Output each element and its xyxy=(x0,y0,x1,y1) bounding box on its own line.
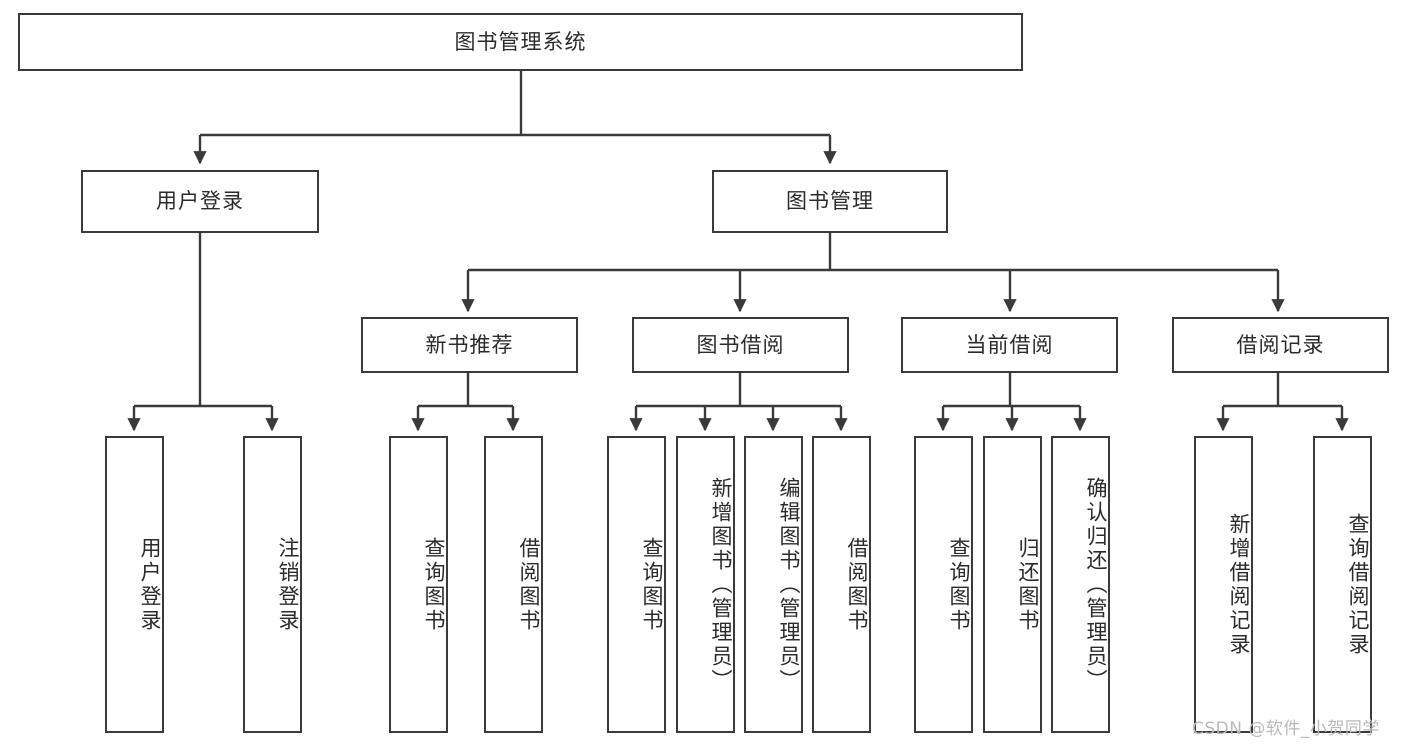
leaf-return-book[interactable]: 归还图书 xyxy=(983,436,1042,733)
node-label: 新增图书（管理员） xyxy=(709,476,733,693)
node-current-borrow[interactable]: 当前借阅 xyxy=(901,317,1118,373)
node-label: 当前借阅 xyxy=(965,332,1054,357)
node-label: 用户登录 xyxy=(138,536,162,633)
node-label: 归还图书 xyxy=(1016,536,1040,633)
node-user-login[interactable]: 用户登录 xyxy=(81,170,319,233)
node-label: 编辑图书（管理员） xyxy=(777,476,801,693)
node-new-book-recommend[interactable]: 新书推荐 xyxy=(361,317,578,373)
node-book-management[interactable]: 图书管理 xyxy=(712,170,948,233)
node-label: 新增借阅记录 xyxy=(1227,512,1251,657)
leaf-add-book-admin[interactable]: 新增图书（管理员） xyxy=(676,436,735,733)
node-root-system[interactable]: 图书管理系统 xyxy=(18,13,1023,71)
leaf-query-borrow-record[interactable]: 查询借阅记录 xyxy=(1313,436,1372,733)
node-label: 图书借阅 xyxy=(696,332,785,357)
leaf-query-book-borrow[interactable]: 查询图书 xyxy=(607,436,666,733)
node-label: 借阅记录 xyxy=(1236,332,1325,357)
leaf-confirm-return-admin[interactable]: 确认归还（管理员） xyxy=(1051,436,1110,733)
node-borrow-records[interactable]: 借阅记录 xyxy=(1172,317,1389,373)
leaf-query-book-recommend[interactable]: 查询图书 xyxy=(389,436,448,733)
node-label: 用户登录 xyxy=(156,189,244,214)
node-label: 图书管理系统 xyxy=(454,29,587,54)
node-label: 借阅图书 xyxy=(517,536,541,633)
node-label: 注销登录 xyxy=(276,536,300,633)
node-label: 查询图书 xyxy=(947,536,971,633)
node-label: 查询图书 xyxy=(640,536,664,633)
node-book-borrow[interactable]: 图书借阅 xyxy=(632,317,849,373)
leaf-borrow-book[interactable]: 借阅图书 xyxy=(812,436,871,733)
leaf-borrow-book-recommend[interactable]: 借阅图书 xyxy=(484,436,543,733)
node-label: 确认归还（管理员） xyxy=(1084,476,1108,693)
node-label: 图书管理 xyxy=(786,189,874,214)
leaf-logout[interactable]: 注销登录 xyxy=(243,436,302,733)
leaf-user-login[interactable]: 用户登录 xyxy=(105,436,164,733)
node-label: 新书推荐 xyxy=(425,332,514,357)
node-label: 查询图书 xyxy=(422,536,446,633)
leaf-query-book-current[interactable]: 查询图书 xyxy=(914,436,973,733)
node-label: 借阅图书 xyxy=(845,536,869,633)
leaf-add-borrow-record[interactable]: 新增借阅记录 xyxy=(1194,436,1253,733)
node-label: 查询借阅记录 xyxy=(1346,512,1370,657)
leaf-edit-book-admin[interactable]: 编辑图书（管理员） xyxy=(744,436,803,733)
